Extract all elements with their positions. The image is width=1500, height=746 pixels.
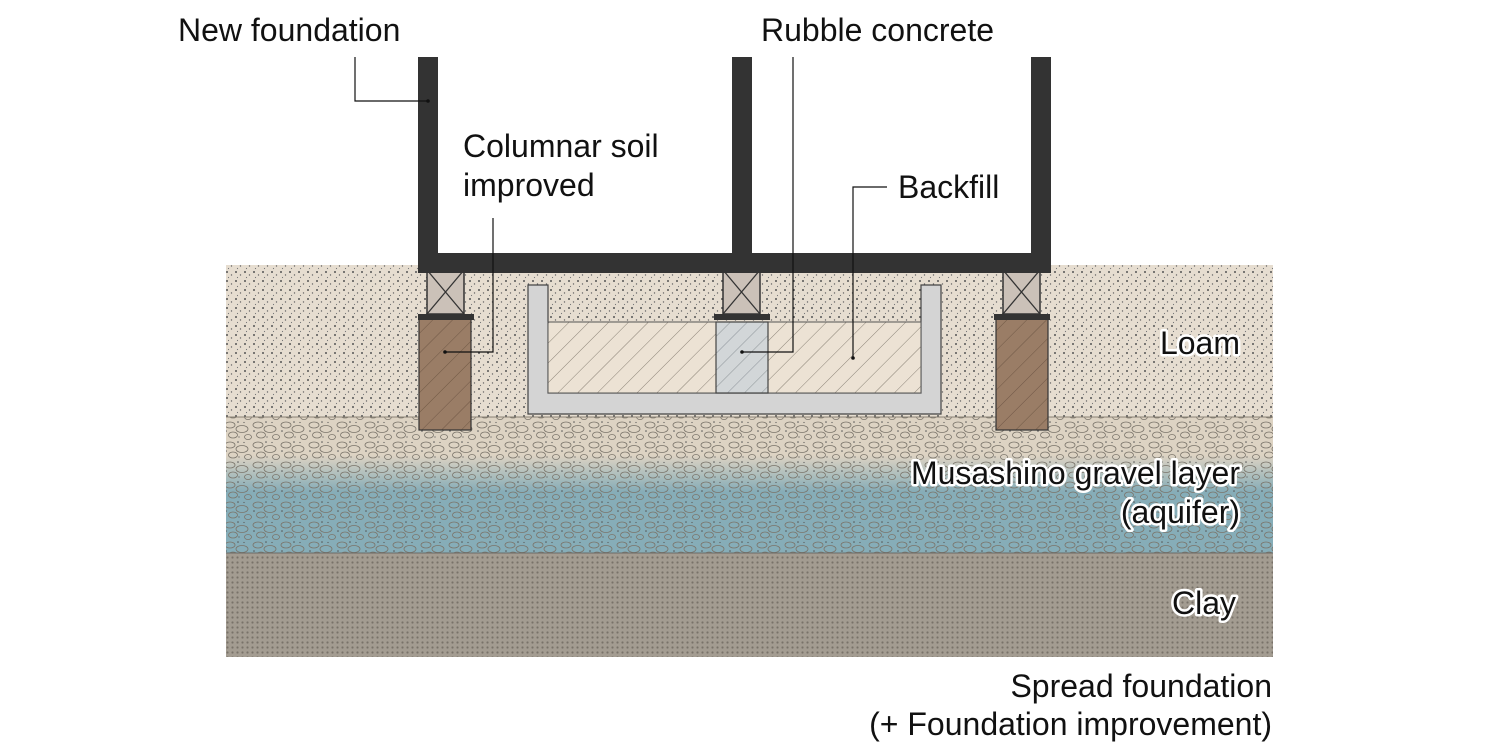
- new-foundation-frame: [418, 57, 1051, 273]
- columnar-pile-right: [995, 318, 1049, 431]
- label-gravel-line2: (aquifer): [1121, 494, 1240, 530]
- label-rubble-concrete: Rubble concrete: [761, 12, 994, 48]
- old-foundation-trench: [527, 284, 942, 415]
- rubble-concrete-block: [715, 321, 769, 394]
- label-gravel-line1: Musashino gravel layer: [911, 455, 1240, 491]
- leader-rubble-concrete: [742, 57, 794, 353]
- leader-columnar-soil: [445, 218, 494, 353]
- label-columnar-soil-line2: improved: [463, 167, 595, 203]
- leader-lines: [354, 57, 887, 360]
- gravel-layer: [226, 417, 1273, 553]
- label-columnar-soil-line1: Columnar soil: [463, 128, 659, 164]
- label-clay: Clay: [1172, 585, 1236, 621]
- label-new-foundation: New foundation: [178, 12, 400, 48]
- label-loam: Loam: [1160, 325, 1240, 361]
- leader-backfill: [852, 186, 887, 358]
- columnar-pile-left: [418, 318, 472, 431]
- footing-cap-left: [418, 269, 474, 320]
- label-backfill: Backfill: [898, 169, 999, 205]
- caption-line1: Spread foundation: [1010, 668, 1272, 704]
- clay-layer: [226, 553, 1273, 657]
- caption-line2: (+ Foundation improvement): [869, 706, 1272, 742]
- leader-new-foundation: [354, 57, 428, 102]
